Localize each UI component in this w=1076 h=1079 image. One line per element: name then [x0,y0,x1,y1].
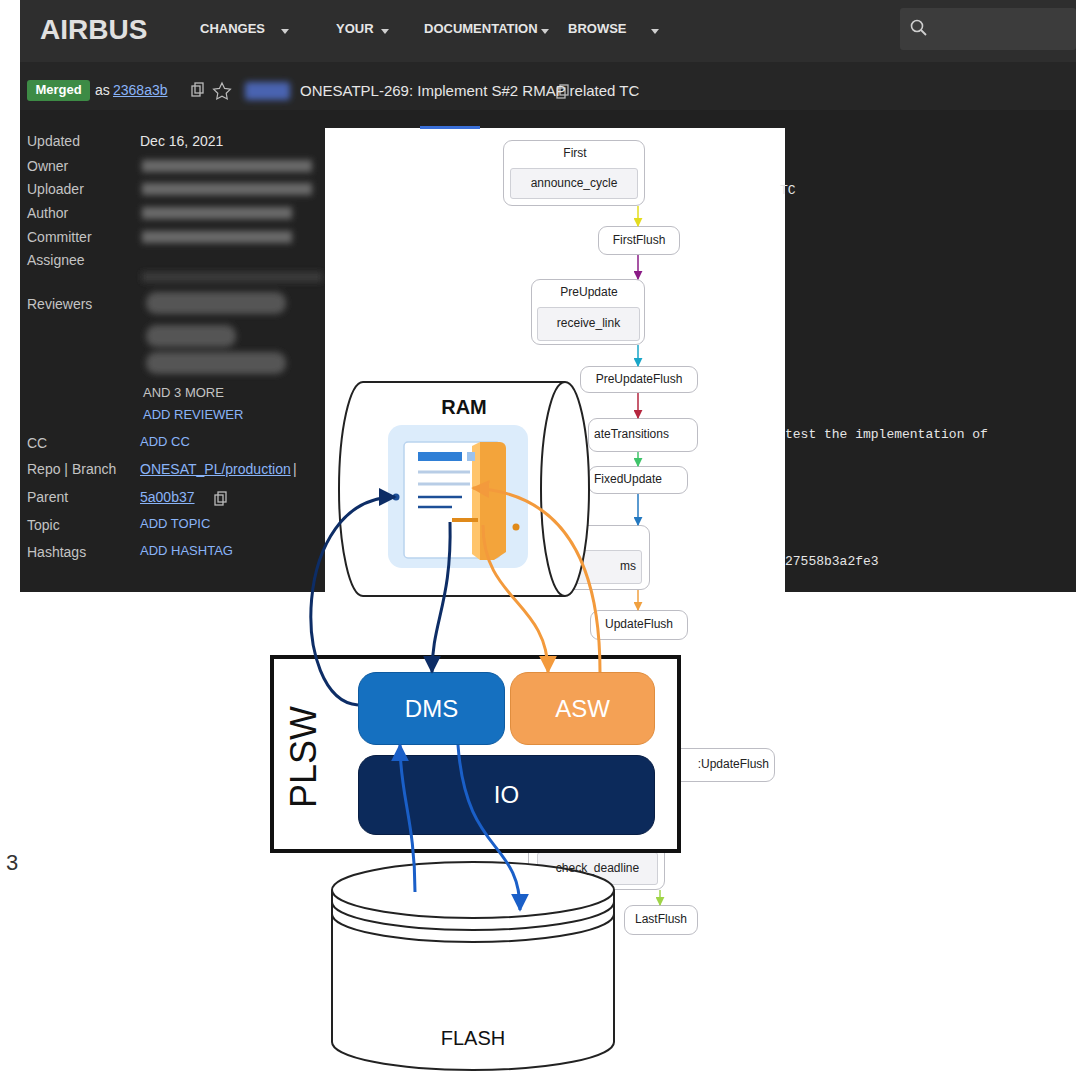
node-text: receive_link [557,317,620,331]
stage-box: LastFlush [624,905,698,935]
label-text: ADD REVIEWER [143,408,243,423]
flow-arrow [400,745,415,892]
stage-box: PreUpdate receive_link [531,279,645,345]
menu-item: YOUR [336,22,374,37]
label-text: 2368a3b [113,82,168,98]
flow-arrow [637,494,639,525]
status-badge: Merged [27,80,90,101]
stage-box: :UpdateFlush [672,748,775,782]
brand-logo: AIRBUS [40,14,147,46]
flow-arrow [432,522,450,672]
label-text: ADD HASHTAG [140,544,233,559]
system-box: announce_cycle [510,168,638,199]
flow-arrow [637,206,639,226]
label-text: Hashtags [27,544,86,560]
label-text: Topic [27,517,60,533]
software-frame: PLSW DMS ASW IO [270,655,681,853]
label-text: as [95,82,110,98]
flow-arrow [637,452,639,466]
label-text: Assignee [27,252,85,268]
callout-number: 3 [6,850,18,875]
label-text: Author [27,205,68,221]
label-text: AND 3 MORE [143,386,224,401]
stage-box: PreUpdateFlush [580,366,698,393]
label-text: TC [780,184,796,199]
stage-box: First announce_cycle [503,140,645,206]
label-text: Repo | Branch [27,461,116,477]
flow-arrow [473,488,600,672]
label-text: Uploader [27,181,84,197]
node-text: FLASH [441,1027,505,1050]
node-text: RAM [441,396,487,419]
menu-item: CHANGES [200,22,265,37]
storage-cylinder: FLASH [330,860,616,1072]
stage-box: UpdateFlush [590,610,688,640]
node-text: DMS [405,695,458,723]
node-text: ateTransitions [594,428,669,442]
flow-arrow [637,345,639,366]
label-text: CC [27,435,47,451]
flow-arrow [311,497,395,705]
stage-box: FirstFlush [598,226,680,255]
node-text: ASW [555,695,610,723]
node-text: FixedUpdate [594,473,662,487]
node-text: IO [494,781,519,809]
flow-arrow [458,745,520,910]
flow-arrow [483,525,548,672]
node-text: LastFlush [635,913,687,927]
node-text: UpdateFlush [605,618,673,632]
label-text: Committer [27,229,92,245]
flow-arrow [637,255,639,279]
label-text: Reviewers [27,296,92,312]
flow-arrow [659,890,661,905]
label-text: 27558b3a2fe3 [785,555,879,570]
label-text: Updated [27,133,80,149]
node-text: Merged [35,83,81,98]
flow-arrow [637,393,639,418]
stage-box: ateTransitions [588,418,698,452]
label-text: Owner [27,158,68,174]
menu-item: DOCUMENTATION [424,22,538,37]
label-text: ONESAT_PL/production [140,461,291,477]
module-box: DMS [358,672,505,745]
label-text: ADD CC [140,435,190,450]
label-text: ONESATPL-269: Implement S#2 RMAP related… [300,82,639,99]
node-text: ms [620,560,636,574]
menu-item: BROWSE [568,22,627,37]
label-text: Parent [27,489,68,505]
node-text: PreUpdateFlush [596,373,683,387]
label-text: 5a00b37 [140,489,195,505]
module-box: ASW [510,672,655,745]
stage-heading: First [563,147,586,161]
label-text: test the implementation of [785,428,988,443]
label-text: Dec 16, 2021 [140,133,223,149]
node-text: FirstFlush [613,234,666,248]
node-text: check_deadline [556,862,639,876]
system-box: receive_link [537,307,640,341]
label-text: ADD TOPIC [140,517,210,532]
label-text: | [293,461,297,477]
flow-arrow [637,590,639,610]
node-text: announce_cycle [531,177,618,191]
stage-heading: PreUpdate [560,286,617,300]
node-text: PLSW [283,706,324,808]
stage-box: FixedUpdate [588,466,688,494]
node-text: :UpdateFlush [698,758,769,772]
